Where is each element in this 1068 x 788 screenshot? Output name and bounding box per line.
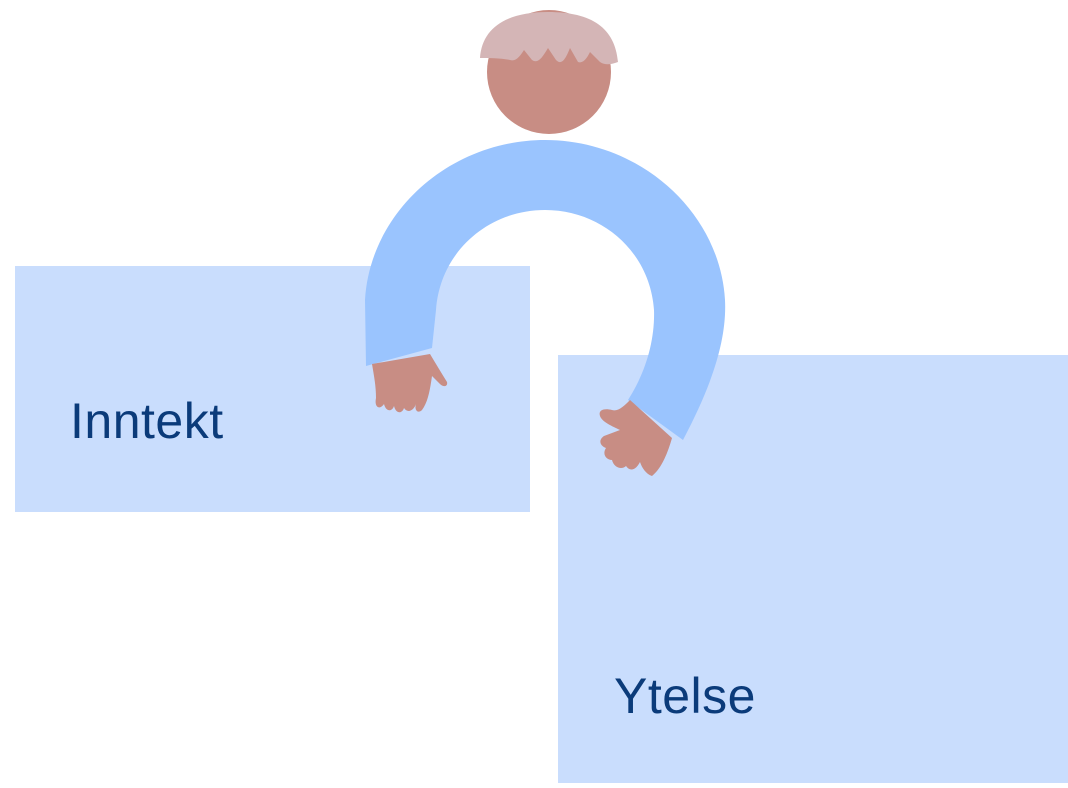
arched-body-icon: [365, 140, 726, 440]
inntekt-label: Inntekt: [70, 393, 224, 449]
ytelse-label: Ytelse: [614, 668, 756, 724]
left-hand-icon: [372, 354, 448, 413]
person-figure-icon: [365, 10, 726, 476]
right-hand-icon: [599, 400, 672, 476]
hair-icon: [480, 12, 618, 65]
inntekt-box: [15, 266, 530, 512]
